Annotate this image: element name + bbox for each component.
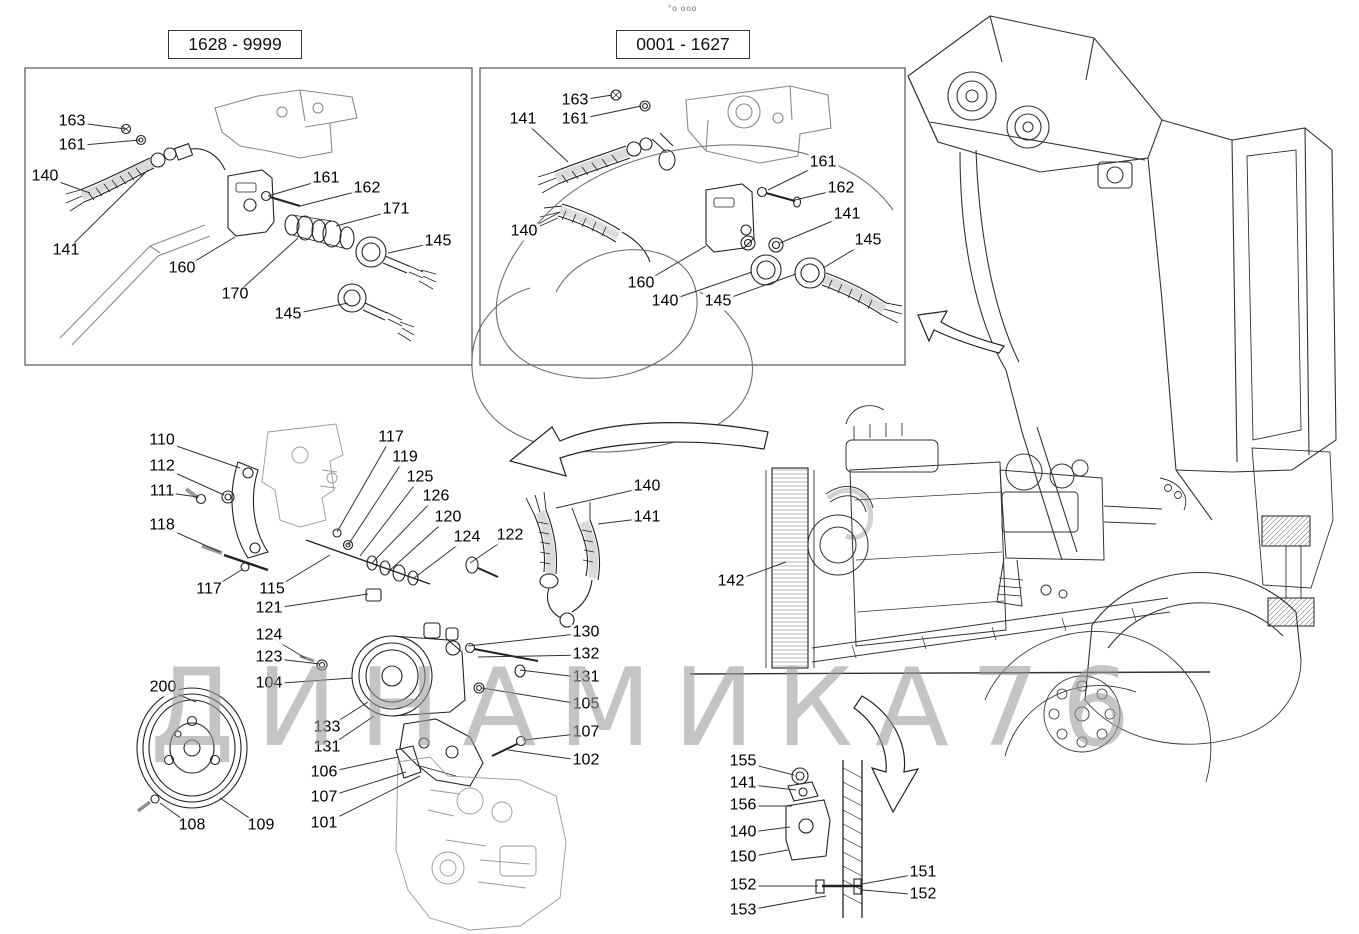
arrow-left-icon <box>508 422 769 477</box>
tractor-cab-art <box>907 15 1337 783</box>
panel-title-left-text: 1628 - 9999 <box>188 34 282 54</box>
direction-arrows <box>508 310 1005 814</box>
panel-title-right-text: 0001 - 1627 <box>636 34 730 54</box>
engine-block-lower-art <box>395 756 567 931</box>
bottom-bracket-art <box>785 760 863 918</box>
panel-boxes <box>24 67 906 366</box>
panel-right-art <box>537 85 903 324</box>
panel-left-art <box>59 89 437 346</box>
arrow-lower-right-icon <box>853 695 920 814</box>
panel-title-right: 0001 - 1627 <box>616 30 750 59</box>
main-hoses-art <box>525 491 601 628</box>
top-mark: °o ooo <box>668 4 698 13</box>
panel-title-left: 1628 - 9999 <box>168 30 302 59</box>
pulley-art <box>136 687 248 813</box>
engine-art <box>689 405 1211 675</box>
arrow-upper-right-icon <box>917 310 1005 354</box>
swirl-decoration <box>471 144 894 453</box>
